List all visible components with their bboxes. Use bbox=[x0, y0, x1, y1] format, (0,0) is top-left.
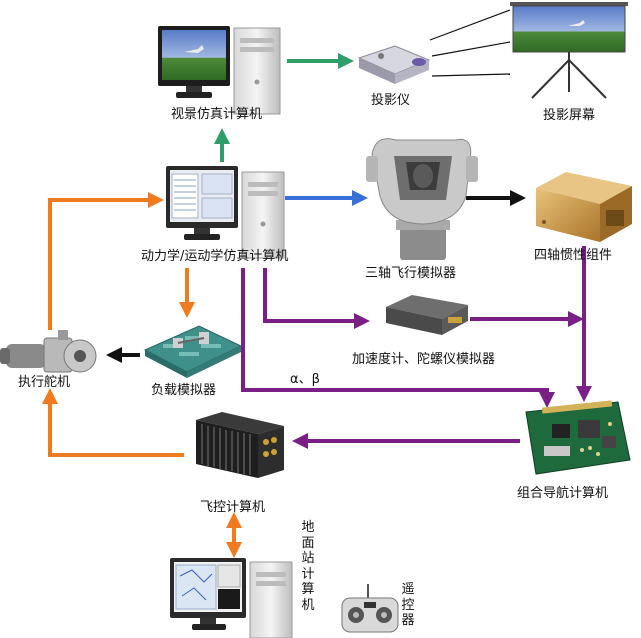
desktop-computer-icon bbox=[170, 558, 293, 638]
remote-controller-label: 遥控器 bbox=[401, 582, 415, 628]
arrow-alpha-beta-to-nav bbox=[241, 268, 555, 408]
three-axis-turntable-icon bbox=[366, 138, 478, 260]
desktop-computer-icon bbox=[166, 166, 285, 259]
ground-station-computer-label: 地面站计算机 bbox=[301, 520, 315, 613]
accel-gyro-simulator-label: 加速度计、陀螺仪模拟器 bbox=[352, 352, 496, 367]
circuit-board-icon bbox=[525, 400, 631, 475]
servo-actuator-icon bbox=[0, 330, 97, 373]
desktop-computer-icon bbox=[158, 26, 281, 115]
actuator-label: 执行舵机 bbox=[18, 375, 71, 390]
four-axis-inertial-label: 四轴惯性组件 bbox=[534, 248, 613, 263]
sensor-box-icon bbox=[386, 295, 468, 335]
arrow-dynamics-to-accel-gyro bbox=[263, 268, 370, 329]
projection-screen-icon bbox=[510, 2, 628, 99]
projector-icon bbox=[357, 45, 431, 84]
three-axis-simulator-label: 三轴飞行模拟器 bbox=[365, 266, 457, 281]
projector-label: 投影仪 bbox=[371, 93, 411, 108]
chassis-computer-icon bbox=[196, 412, 284, 478]
alpha-beta-label: α、β bbox=[290, 372, 320, 387]
dynamics-computer-label: 动力学/运动学仿真计算机 bbox=[141, 249, 289, 264]
projector-beams bbox=[429, 9, 511, 77]
arrow-actuator-to-dynamics bbox=[48, 192, 164, 330]
arrow-flightcontrol-to-actuator bbox=[42, 388, 184, 457]
flight-control-computer-label: 飞控计算机 bbox=[200, 500, 266, 515]
integrated-nav-computer-label: 组合导航计算机 bbox=[517, 486, 609, 501]
load-simulator-label: 负载模拟器 bbox=[151, 383, 217, 398]
visual-computer-label: 视景仿真计算机 bbox=[171, 107, 263, 122]
load-simulator-icon bbox=[143, 325, 243, 378]
inertial-unit-box-icon bbox=[536, 172, 632, 242]
remote-controller-icon bbox=[341, 584, 399, 633]
projection-screen-label: 投影屏幕 bbox=[543, 108, 596, 123]
